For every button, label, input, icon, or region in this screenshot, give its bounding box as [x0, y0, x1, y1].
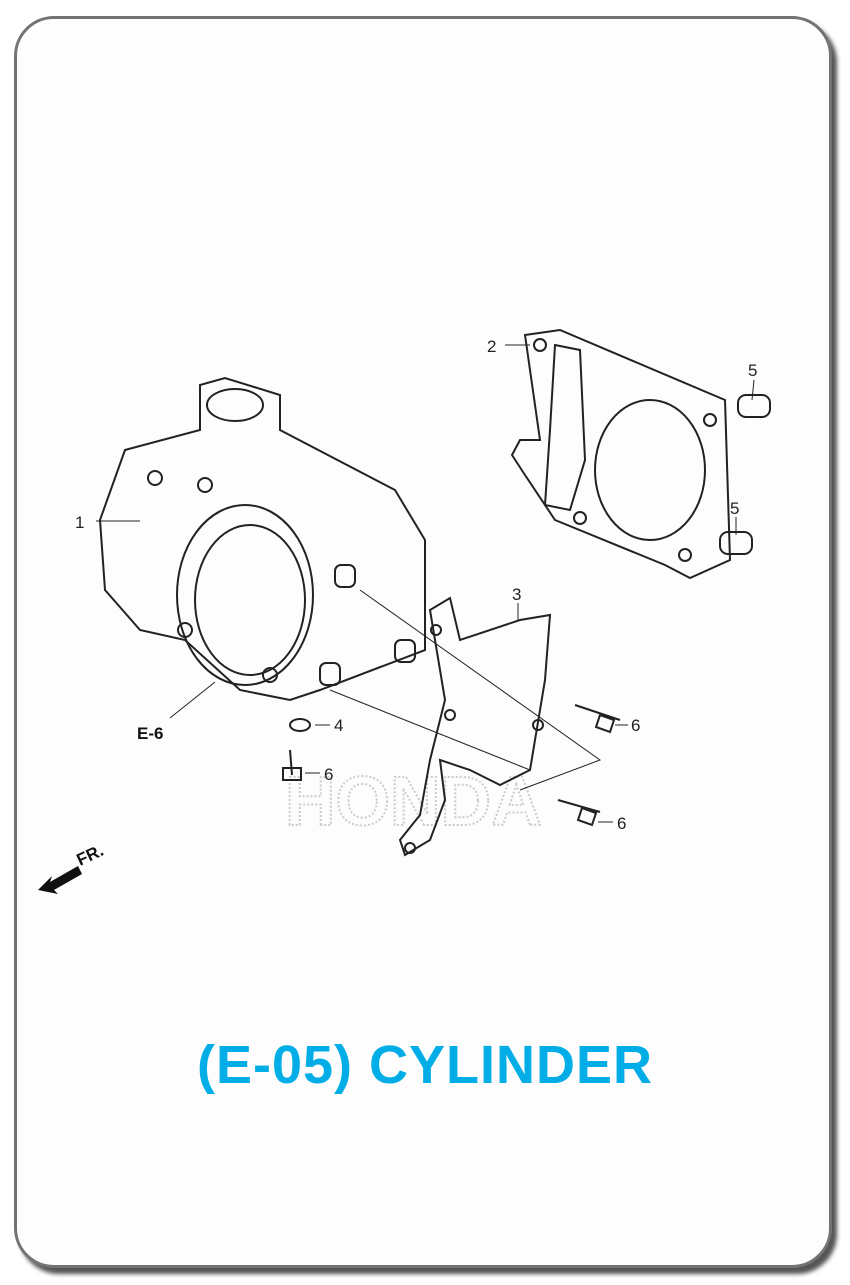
reference-e6: E-6 — [137, 724, 163, 743]
callout-2: 2 — [487, 337, 496, 356]
callout-1: 1 — [75, 513, 84, 532]
callout-6c: 6 — [617, 814, 626, 833]
diagram-card — [14, 16, 832, 1268]
callout-4: 4 — [334, 716, 343, 735]
front-label: FR. — [74, 841, 107, 870]
gasket-part — [510, 328, 732, 580]
page-title: (E-05) CYLINDER — [196, 1035, 654, 1095]
front-arrow-icon: FR. — [38, 841, 107, 894]
honda-watermark: HONDA — [285, 762, 542, 840]
callout-5a: 5 — [748, 361, 757, 380]
bracket-part — [398, 596, 552, 857]
callout-3: 3 — [512, 585, 521, 604]
callout-5b: 5 — [730, 499, 739, 518]
callout-6a: 6 — [324, 765, 333, 784]
cylinder-part — [98, 376, 426, 702]
bolts — [282, 704, 621, 827]
leader-lines — [96, 344, 755, 823]
callout-6b: 6 — [631, 716, 640, 735]
